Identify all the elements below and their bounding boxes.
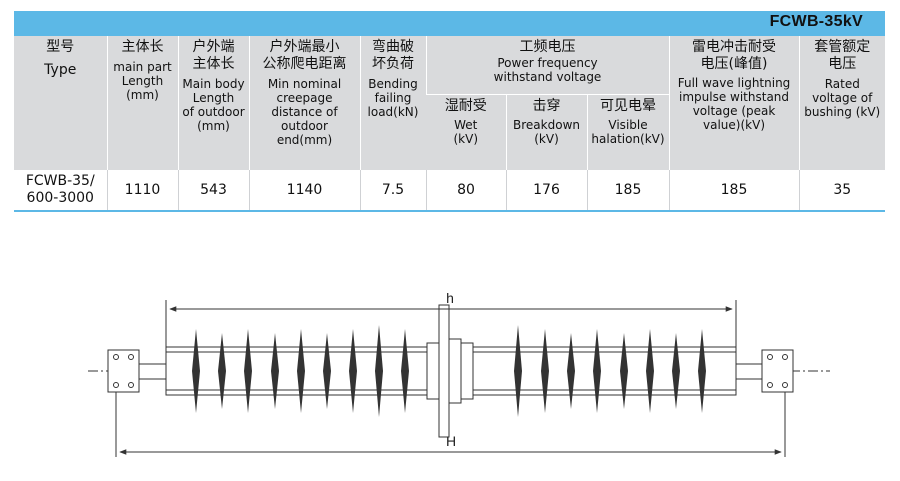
header-halation: 可见电晕 Visible halation(kV) (586, 93, 670, 170)
cell-rated: 35 (798, 170, 886, 212)
table-title: FCWB-35kV (769, 13, 863, 30)
header-lightning: 雷电冲击耐受 电压(峰值) Full wave lightning impuls… (668, 36, 800, 170)
header-rated-voltage: 套管额定 电压 Rated voltage of bushing (kV) (798, 36, 886, 170)
bolt-hole-icon (767, 382, 773, 388)
header-body-length: 户外端 主体长 Main body Length of outdoor (mm) (177, 36, 249, 170)
bolt-hole-icon (128, 354, 134, 360)
cell-creepage: 1140 (248, 170, 360, 212)
cell-wet: 80 (425, 170, 506, 212)
cell-body-length: 543 (177, 170, 249, 212)
flange-collar-left (426, 342, 440, 400)
header-creepage: 户外端最小 公称爬电距离 Min nominal creepage distan… (248, 36, 360, 170)
header-main-length: 主体长 main part Length (mm) (106, 36, 178, 170)
bolt-hole-icon (782, 354, 788, 360)
insulator-sheds (192, 325, 706, 417)
header-wet: 湿耐受 Wet (kV) (426, 93, 506, 170)
right-terminal-rod (735, 363, 763, 380)
dimension-h-label: h (446, 290, 454, 306)
cell-bending: 7.5 (359, 170, 426, 212)
bolt-hole-icon (767, 354, 773, 360)
cell-lightning: 185 (668, 170, 800, 212)
left-terminal-rod (138, 363, 167, 380)
bushing-drawing: h H (88, 290, 830, 457)
cell-breakdown: 176 (505, 170, 587, 212)
table-title-bar: FCWB-35kV (14, 11, 885, 36)
flange-collar-right (448, 338, 462, 404)
bolt-hole-icon (782, 382, 788, 388)
header-bending: 弯曲破 坏负荷 Bending failing load(kN) (359, 36, 426, 170)
bolt-hole-icon (113, 354, 119, 360)
table-row: FCWB-35/ 600-3000 1110 543 1140 7.5 80 1… (14, 170, 886, 212)
bolt-hole-icon (113, 382, 119, 388)
dimension-H-label: H (446, 433, 456, 449)
left-terminal-block (107, 349, 140, 393)
header-breakdown: 击穿 Breakdown (kV) (505, 93, 587, 170)
header-type: 型号 Type (14, 36, 107, 170)
cell-halation: 185 (586, 170, 670, 212)
bolt-hole-icon (128, 382, 134, 388)
mounting-flange (438, 304, 450, 438)
cell-main-length: 1110 (106, 170, 178, 212)
right-terminal-block (761, 349, 794, 393)
header-power-frequency: 工频电压 Power frequency withstand voltage (425, 36, 670, 94)
spec-table: 型号 Type 主体长 main part Length (mm) 户外端 主体… (14, 36, 886, 212)
cell-model: FCWB-35/ 600-3000 (14, 170, 107, 212)
